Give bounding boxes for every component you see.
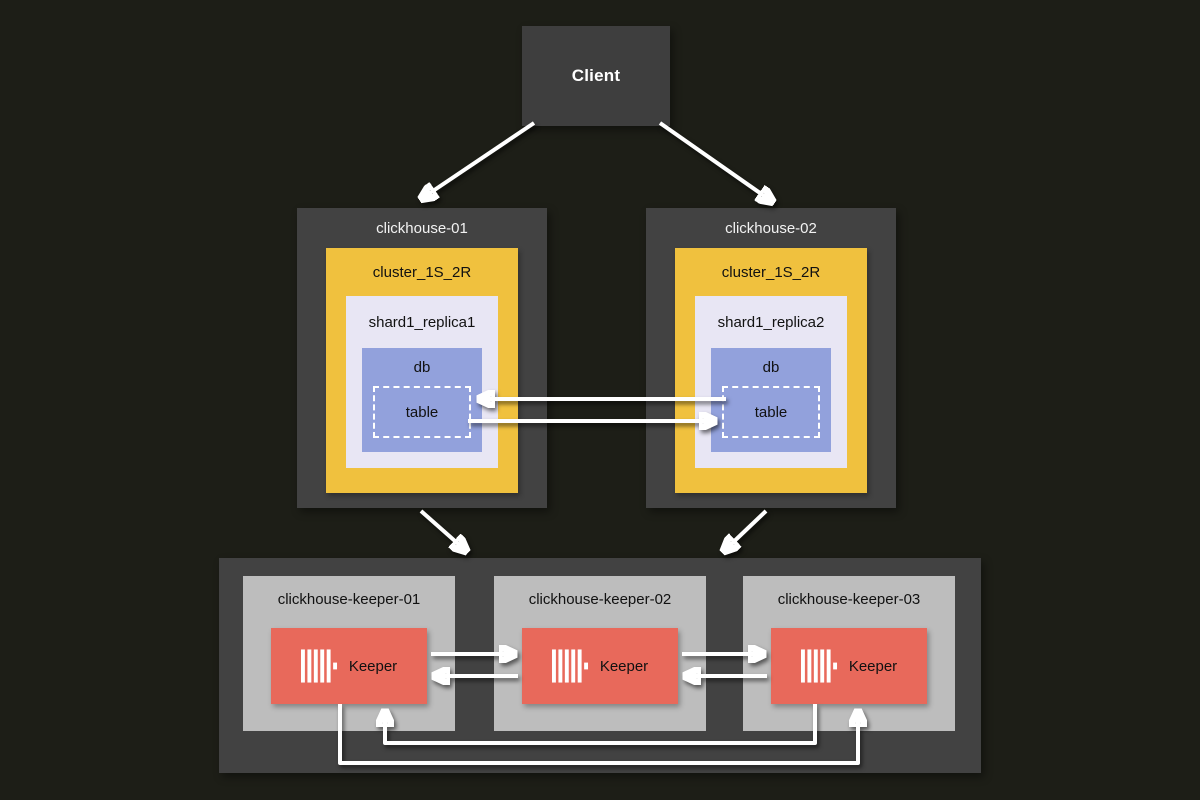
clickhouse-01-node: clickhouse-01 cluster_1S_2R shard1_repli… — [297, 208, 547, 508]
cluster-box: cluster_1S_2R shard1_replica2 db table — [675, 248, 867, 493]
arrow-client-to-clickhouse-02 — [658, 121, 770, 200]
clickhouse-logo-icon — [800, 649, 837, 683]
clickhouse-keeper-02-node: clickhouse-keeper-02 Keeper — [494, 576, 706, 731]
arrow-client-to-clickhouse-01 — [424, 121, 536, 197]
node-title: clickhouse-01 — [376, 219, 468, 237]
clickhouse-logo-icon — [300, 649, 337, 683]
db-box: db table — [362, 348, 482, 452]
clickhouse-02-node: clickhouse-02 cluster_1S_2R shard1_repli… — [646, 208, 896, 508]
cluster-box: cluster_1S_2R shard1_replica1 db table — [326, 248, 518, 493]
replica-box: shard1_replica2 db table — [695, 296, 847, 468]
keeper-title: clickhouse-keeper-02 — [528, 590, 672, 608]
arrow-clickhouse-02-to-keepers — [726, 509, 768, 549]
client-label: Client — [571, 66, 621, 85]
db-label: db — [413, 358, 431, 376]
clickhouse-logo-icon — [551, 649, 588, 683]
node-title: clickhouse-02 — [725, 219, 817, 237]
arrow-clickhouse-01-to-keepers — [419, 509, 464, 549]
keeper-service-box: Keeper — [771, 628, 927, 704]
cluster-label: cluster_1S_2R — [372, 263, 472, 281]
replica-box: shard1_replica1 db table — [346, 296, 498, 468]
clickhouse-keeper-01-node: clickhouse-keeper-01 Keeper — [243, 576, 455, 731]
keeper-service-box: Keeper — [522, 628, 678, 704]
db-label: db — [762, 358, 780, 376]
table-box: table — [722, 386, 820, 438]
table-box: table — [373, 386, 471, 438]
keeper-service-box: Keeper — [271, 628, 427, 704]
keeper-title: clickhouse-keeper-03 — [777, 590, 921, 608]
keeper-title: clickhouse-keeper-01 — [277, 590, 421, 608]
keeper-label: Keeper — [599, 657, 649, 675]
replica-label: shard1_replica2 — [717, 313, 825, 331]
keeper-cluster-container: clickhouse-keeper-01 Keeper clickhouse-k… — [219, 558, 981, 773]
keeper-label: Keeper — [848, 657, 898, 675]
clickhouse-keeper-03-node: clickhouse-keeper-03 Keeper — [743, 576, 955, 731]
keeper-label: Keeper — [348, 657, 398, 675]
replica-label: shard1_replica1 — [368, 313, 476, 331]
cluster-label: cluster_1S_2R — [721, 263, 821, 281]
db-box: db table — [711, 348, 831, 452]
client-node: Client — [522, 26, 670, 126]
